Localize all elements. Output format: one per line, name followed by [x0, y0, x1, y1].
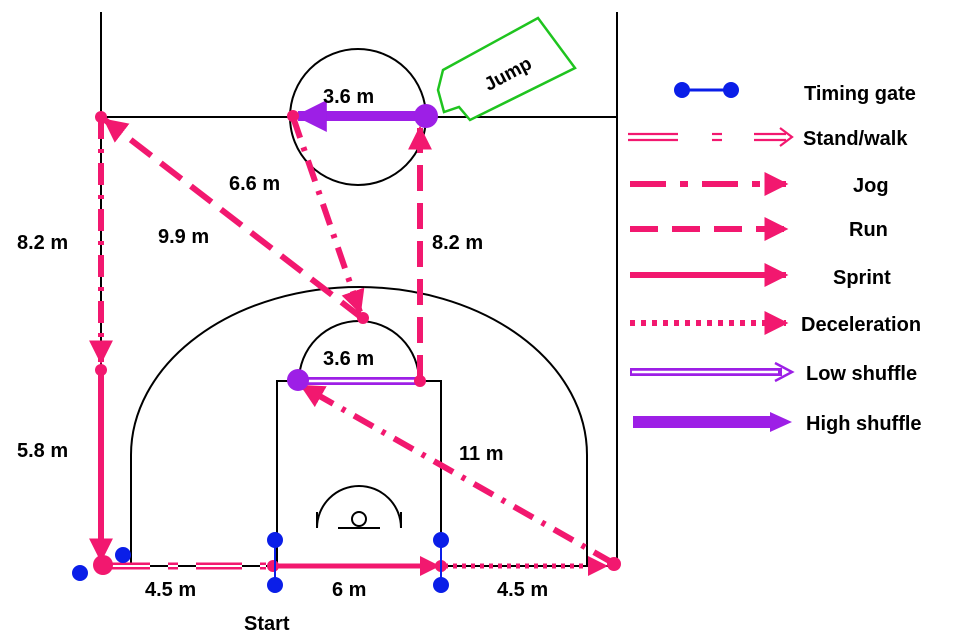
label-start: Start — [244, 613, 290, 634]
point-start-corner — [93, 555, 113, 575]
point-bottom-right — [607, 557, 621, 571]
point-top-circle-right — [414, 104, 438, 128]
high-shuffle-arrow-icon — [633, 412, 792, 432]
point-left-middle — [95, 364, 107, 376]
restricted-area — [316, 485, 402, 529]
legend-item-run: Run — [630, 217, 888, 241]
low-shuffle-arrow-icon — [630, 361, 795, 383]
timing-gate-6m — [433, 532, 449, 593]
run-path-diagonal-9-9 — [103, 117, 364, 321]
legend-label: Deceleration — [801, 314, 921, 336]
label-left-lower: 5.8 m — [17, 440, 68, 462]
distance-labels: 3.6 m 6.6 m 9.9 m 8.2 m 8.2 m 5.8 m 3.6 … — [17, 86, 548, 634]
legend-item-timing-gate: Timing gate — [674, 82, 916, 105]
legend: Timing gate Stand/walk Jog Run — [628, 82, 922, 435]
label-baseline-right: 4.5 m — [497, 579, 548, 601]
point-top-left — [95, 111, 107, 123]
movement-paths — [89, 99, 615, 576]
legend-item-jog: Jog — [630, 172, 889, 197]
legend-item-sprint: Sprint — [630, 263, 891, 289]
label-baseline-mid: 6 m — [332, 579, 366, 601]
timing-gates — [72, 532, 449, 593]
label-diagonal-11: 11 m — [459, 443, 503, 465]
legend-label: Stand/walk — [803, 128, 908, 150]
legend-item-deceleration: Deceleration — [630, 311, 921, 336]
legend-label: Jog — [853, 175, 889, 197]
jog-path-diagonal-11 — [299, 383, 615, 566]
legend-label: Run — [849, 219, 888, 241]
jog-path-diagonal-6-6 — [290, 116, 365, 315]
point-top-circle-left — [287, 110, 299, 122]
legend-item-high-shuffle: High shuffle — [633, 412, 922, 435]
timing-gate-corner — [72, 547, 131, 581]
legend-label: High shuffle — [806, 413, 922, 435]
jump-callout-box — [436, 16, 577, 122]
timing-gate-start — [267, 532, 283, 593]
label-ft-line: 3.6 m — [323, 348, 374, 370]
three-point-line — [130, 286, 588, 566]
key — [276, 380, 442, 567]
timing-gate-icon — [674, 82, 739, 98]
legend-label: Sprint — [833, 267, 891, 289]
stand-walk-arrow-icon — [628, 127, 794, 147]
legend-item-stand-walk: Stand/walk — [628, 127, 908, 150]
point-start — [267, 560, 279, 572]
point-ft-semicircle — [357, 312, 369, 324]
basket-rim — [351, 511, 367, 527]
label-baseline-left: 4.5 m — [145, 579, 196, 601]
legend-label: Low shuffle — [806, 363, 917, 385]
label-top-circle: 3.6 m — [323, 86, 374, 108]
point-ft-left — [287, 369, 309, 391]
legend-label: Timing gate — [804, 83, 916, 105]
label-left-upper: 8.2 m — [17, 232, 68, 254]
legend-item-low-shuffle: Low shuffle — [630, 361, 917, 385]
jump-callout: Jump — [436, 16, 577, 122]
label-right-upper: 8.2 m — [432, 232, 483, 254]
label-diagonal-9-9: 9.9 m — [158, 226, 209, 248]
label-diagonal-6-6: 6.6 m — [229, 173, 280, 195]
point-ft-right — [414, 375, 426, 387]
